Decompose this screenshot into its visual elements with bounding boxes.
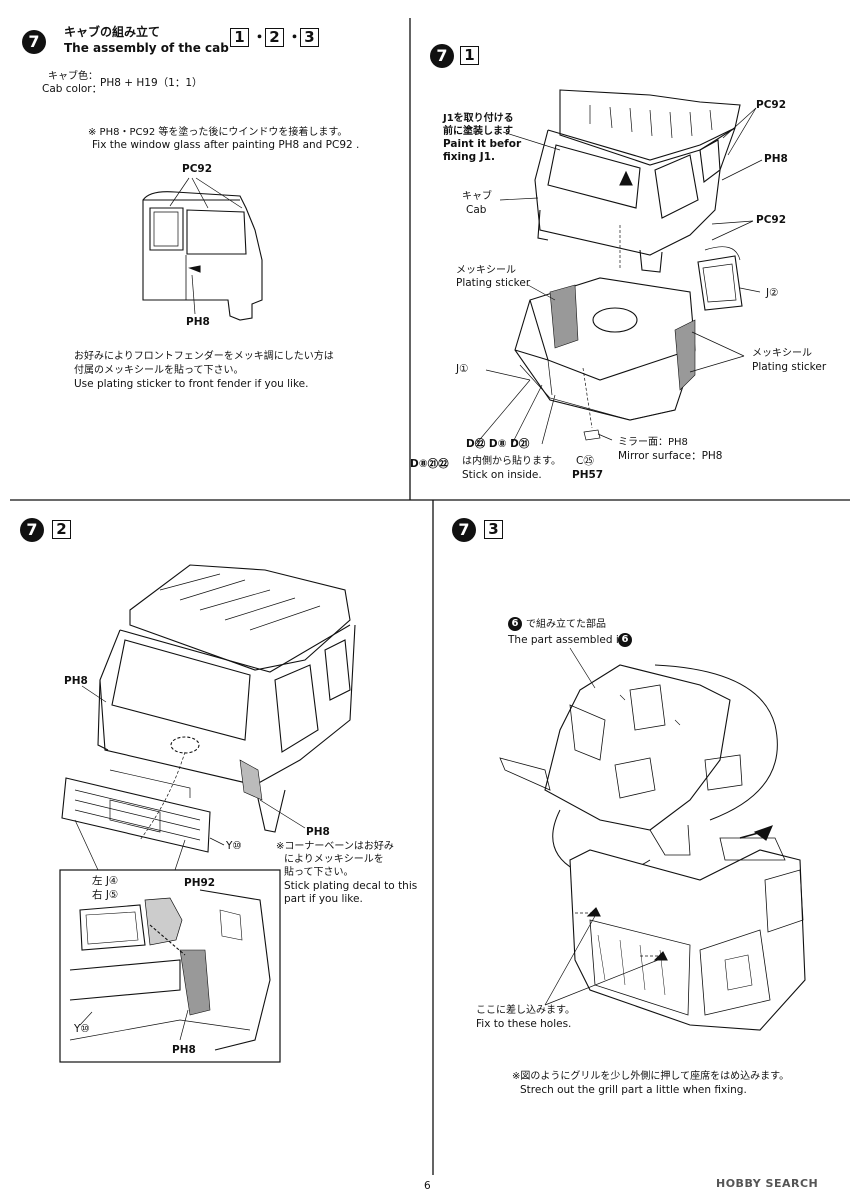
cab-label-jp: キャブ (462, 191, 492, 202)
inside-note-en: Stick on inside. (462, 469, 542, 481)
ref-step-badge-1: 6 (508, 617, 522, 631)
step-number-badge-b: 7 (430, 44, 454, 68)
inside-parts-label: D⑧㉑㉒ (410, 458, 449, 470)
mirror-surface-jp: ミラー面：PH8 (618, 437, 688, 448)
corner-vane-note-jp-3: 貼って下さい。 (284, 867, 354, 878)
arrows (575, 825, 773, 961)
sub-step-box-c: 2 (52, 520, 71, 539)
assembled-part-jp: で組み立てた部品 (526, 619, 606, 630)
grill-note-jp: ※図のようにグリルを少し外側に押して座席をはめ込みます。 (512, 1071, 790, 1082)
label-pc92-lower: PC92 (756, 214, 787, 226)
step-number-badge-d: 7 (452, 518, 476, 542)
grill-part (61, 769, 211, 853)
j1-note-en-2: fixing J1. (443, 151, 496, 163)
front-panel (514, 277, 696, 421)
label-ph92-inset: PH92 (184, 877, 216, 889)
corner-vane-note-en-2: part if you like. (284, 893, 363, 905)
mirror-surface-en: Mirror surface：PH8 (618, 450, 723, 462)
label-pc92-top: PC92 (756, 99, 787, 111)
label-pc92: PC92 (182, 163, 213, 175)
inside-note-jp: は内側から貼ります。 (462, 456, 561, 467)
label-y10-inset: Y⑩ (74, 1023, 90, 1035)
window-note-en: Fix the window glass after painting PH8 … (92, 139, 360, 151)
label-ph8-left: PH8 (64, 675, 88, 687)
sub-step-box-d: 3 (484, 520, 503, 539)
corner-vane-note-jp-2: によりメッキシールを (284, 854, 384, 865)
sub-step-1: 1 (230, 28, 249, 47)
label-right-j5: 右 J⑤ (92, 889, 119, 901)
section-title-en: The assembly of the cab (64, 41, 229, 55)
inset-detail (69, 889, 271, 1051)
sub-separator-2: ・ (287, 28, 303, 46)
mirror-part (697, 246, 743, 311)
sub-step-box-b: 1 (460, 46, 479, 65)
plating-sticker-en: Plating sticker (456, 277, 531, 289)
sub-step-2: 2 (265, 28, 284, 47)
j1-note-jp-1: J1を取り付ける (443, 113, 514, 124)
page-number: 6 (424, 1180, 431, 1192)
inset-frame (59, 869, 281, 1063)
cab-color-label-en: Cab color： (42, 83, 103, 95)
label-j1: J① (456, 363, 469, 375)
section-title-jp: キャブの組み立て (64, 25, 161, 39)
label-j2: J② (766, 287, 779, 299)
cab-color-label-jp: キャブ色： (48, 71, 98, 82)
d-parts-label: D㉒ D⑧ D㉑ (466, 438, 530, 450)
label-ph8: PH8 (186, 316, 210, 328)
corner-vane-note-jp-1: ※コーナーベーンはお好み (276, 841, 394, 852)
fender-note-en: Use plating sticker to front fender if y… (74, 378, 309, 390)
lower-cab (569, 837, 806, 1031)
cab-side-view (142, 191, 263, 321)
fender-note-jp-2: 付属のメッキシールを貼って下さい。 (74, 365, 244, 376)
j1-note-en-1: Paint it befor (443, 138, 522, 150)
sub-separator-1: ・ (252, 28, 268, 46)
label-ph8-top: PH8 (764, 153, 788, 165)
seat-assembly (499, 664, 743, 856)
cab-front-view (97, 564, 356, 833)
assembled-part-en: The part assembled in (508, 634, 626, 646)
label-c25: C㉕ (576, 455, 594, 467)
ref-step-badge-2: 6 (618, 633, 632, 647)
holes-note-jp: ここに差し込みます。 (476, 1005, 575, 1016)
step-number-badge-c: 7 (20, 518, 44, 542)
corner-vane-note-en-1: Stick plating decal to this (284, 880, 418, 892)
label-ph8-inset: PH8 (172, 1044, 196, 1056)
label-ph57: PH57 (572, 469, 604, 481)
sub-step-3: 3 (300, 28, 319, 47)
label-left-j4: 左 J④ (92, 875, 119, 887)
plating-sticker2-en: Plating sticker (752, 361, 827, 373)
cab-label-en: Cab (466, 204, 487, 216)
cab-exploded-top (534, 89, 741, 273)
label-y10: Y⑩ (226, 840, 242, 852)
j1-note-jp-2: 前に塗装します (443, 126, 513, 137)
holes-note-en: Fix to these holes. (476, 1018, 572, 1030)
watermark-logo: HOBBY SEARCH (716, 1177, 819, 1190)
label-ph8-right: PH8 (306, 826, 330, 838)
plating-sticker2-jp: メッキシール (752, 348, 812, 359)
cab-color-formula: PH8 + H19（1：1） (100, 77, 203, 89)
window-note-jp: ※ PH8・PC92 等を塗った後にウインドウを接着します。 (88, 127, 348, 138)
step-number-badge: 7 (22, 30, 46, 54)
plating-sticker-jp: メッキシール (456, 265, 516, 276)
fender-note-jp-1: お好みによりフロントフェンダーをメッキ調にしたい方は (74, 351, 334, 362)
grill-note-en: Strech out the grill part a little when … (520, 1084, 747, 1096)
